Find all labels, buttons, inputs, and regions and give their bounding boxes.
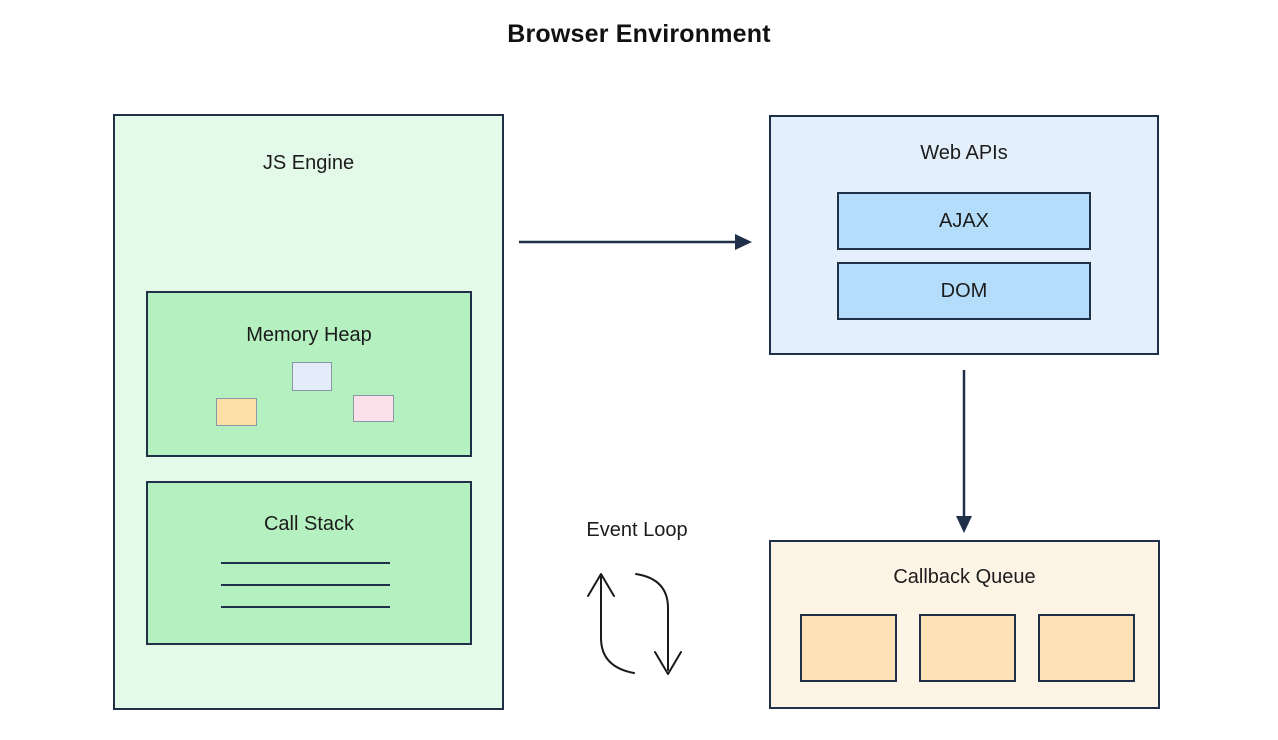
event-loop-cycle-icon (587, 573, 682, 675)
callback-queue-box: Callback Queue (769, 540, 1160, 709)
heap-object-orange (216, 398, 257, 426)
call-stack-label: Call Stack (263, 513, 355, 535)
js-engine-box: JS Engine Memory Heap Call Stack (113, 114, 504, 710)
diagram-title: Browser Environment (507, 20, 771, 48)
queue-item (800, 614, 897, 682)
callback-queue-label: Callback Queue (893, 566, 1036, 588)
queue-item (1038, 614, 1135, 682)
stack-frame-line (221, 584, 390, 586)
web-apis-box: Web APIs AJAX DOM (769, 115, 1159, 355)
arrow-web-apis-to-callback-queue (956, 370, 972, 533)
heap-object-blue (292, 362, 332, 391)
event-loop-label: Event Loop (586, 519, 688, 541)
queue-item (919, 614, 1016, 682)
call-stack-box: Call Stack (146, 481, 472, 645)
ajax-box: AJAX (837, 192, 1091, 250)
arrow-js-engine-to-web-apis (519, 234, 752, 250)
web-apis-label: Web APIs (920, 142, 1008, 164)
dom-box: DOM (837, 262, 1091, 320)
memory-heap-box: Memory Heap (146, 291, 472, 457)
stack-frame-line (221, 562, 390, 564)
heap-object-pink (353, 395, 394, 422)
stack-frame-line (221, 606, 390, 608)
memory-heap-label: Memory Heap (246, 324, 372, 346)
js-engine-label: JS Engine (262, 152, 355, 174)
